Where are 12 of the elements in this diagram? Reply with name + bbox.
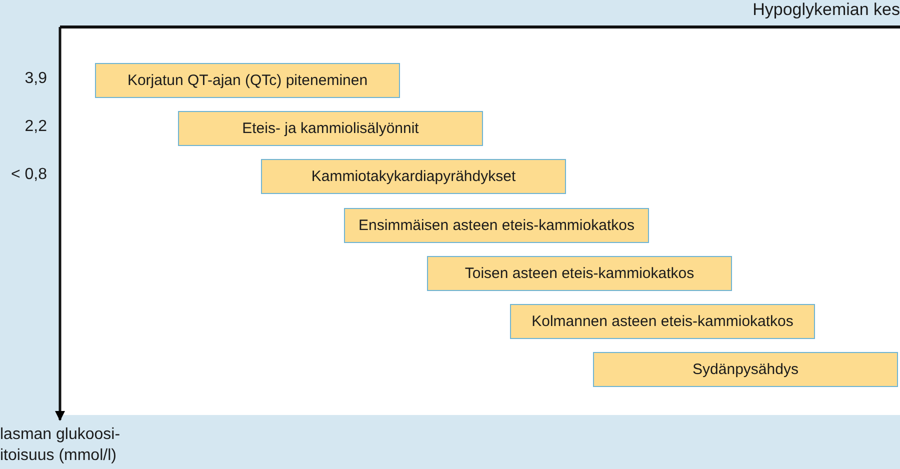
effect-box: Kammiotakykardiapyrähdykset (261, 159, 566, 194)
effect-box: Toisen asteen eteis-kammiokatkos (427, 256, 732, 291)
tick-label: 2,2 (24, 118, 47, 136)
effect-box: Ensimmäisen asteen eteis-kammiokatkos (344, 208, 649, 243)
effect-box: Eteis- ja kammiolisälyönnit (178, 111, 483, 146)
axis-title: Hypoglykemian kes (752, 0, 900, 20)
effect-box: Sydänpysähdys (593, 352, 898, 387)
tick-label: < 0,8 (10, 166, 47, 184)
tick-label: 3,9 (24, 70, 47, 88)
axis-title: lasman glukoosi- itoisuus (mmol/l) (0, 425, 122, 466)
effect-box: Korjatun QT-ajan (QTc) piteneminen (95, 63, 400, 98)
effect-box: Kolmannen asteen eteis-kammiokatkos (510, 304, 815, 339)
